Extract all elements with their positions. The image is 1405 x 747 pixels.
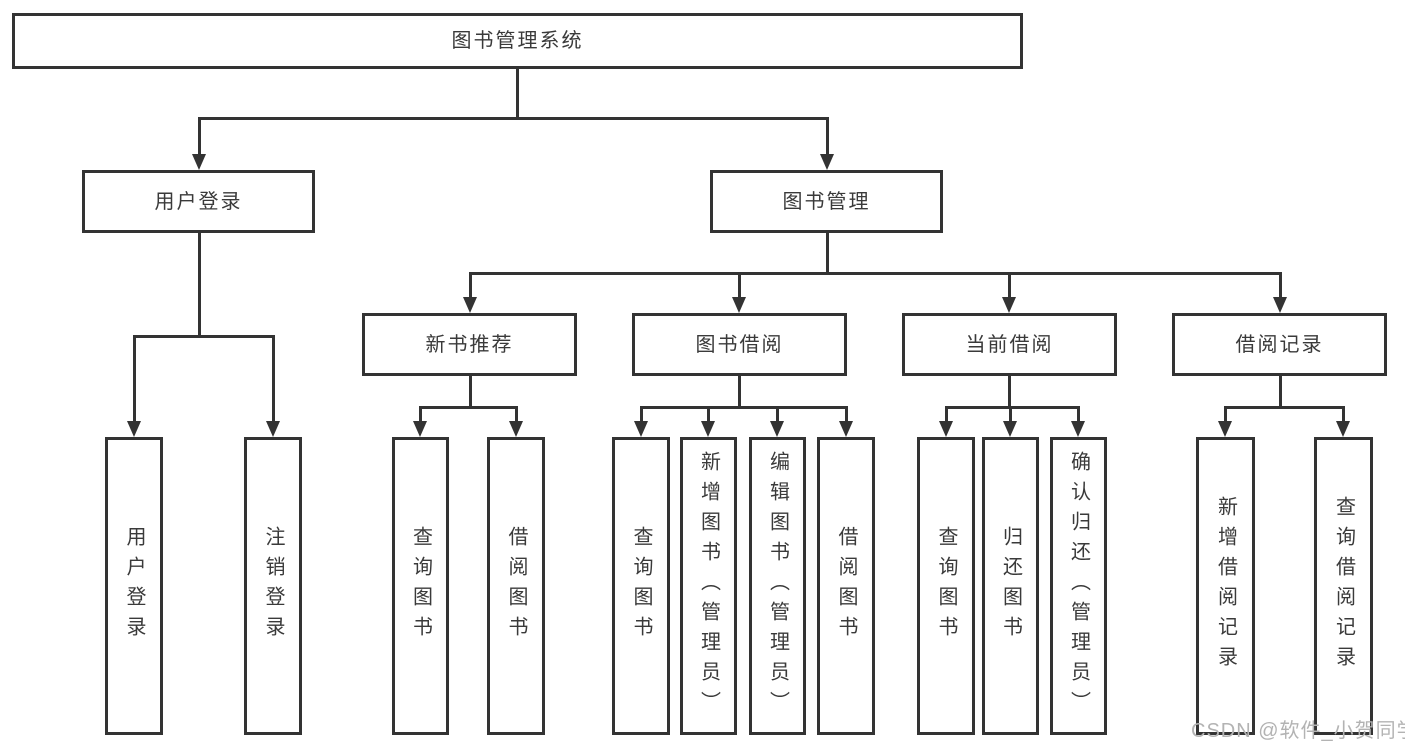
connector-line-horizontal	[418, 405, 518, 409]
connector-line-vertical	[1007, 273, 1011, 299]
connector-line-vertical	[706, 407, 710, 423]
node-label: 新书推荐	[425, 333, 514, 356]
connector-line-vertical	[418, 407, 422, 423]
connector-line-vertical	[1223, 407, 1227, 423]
node-label: 查询图书	[935, 526, 957, 646]
arrow-down-icon	[266, 421, 280, 437]
connector-line-vertical	[639, 407, 643, 423]
node-box-new-book-rec: 新书推荐	[362, 313, 577, 376]
arrow-down-icon	[732, 297, 746, 313]
connector-line-horizontal	[944, 405, 1080, 409]
connector-line-vertical	[1278, 273, 1282, 299]
csdn-watermark: CSDN @软件_小贺同学	[1191, 720, 1405, 742]
connector-line-vertical	[1008, 407, 1012, 423]
node-label: 图书管理系统	[451, 30, 584, 52]
node-label: 注销登录	[262, 526, 284, 646]
connector-line-horizontal	[1223, 405, 1345, 409]
connector-line-vertical	[1007, 376, 1011, 407]
connector-line-horizontal	[639, 405, 848, 409]
arrow-down-icon	[1336, 421, 1350, 437]
arrow-down-icon	[701, 421, 715, 437]
node-label: 借阅图书	[505, 526, 527, 646]
connector-line-vertical	[1278, 376, 1282, 407]
node-box-bb-borrow-books: 借阅图书	[817, 437, 875, 735]
connector-line-vertical	[468, 273, 472, 299]
connector-line-vertical	[197, 233, 201, 336]
connector-line-horizontal	[132, 334, 275, 338]
connector-line-vertical	[515, 69, 519, 118]
node-label: 归还图书	[999, 526, 1022, 646]
connector-line-vertical	[197, 118, 201, 156]
node-label: 用户登录	[123, 526, 145, 646]
connector-line-vertical	[775, 407, 779, 423]
arrow-down-icon	[1002, 297, 1016, 313]
node-box-book-mgmt: 图书管理	[710, 170, 943, 233]
connector-line-vertical	[737, 273, 741, 299]
arrow-down-icon	[192, 154, 206, 170]
node-box-bb-add-books: 新增图书（管理员）	[680, 437, 737, 735]
connector-line-vertical	[132, 336, 136, 423]
node-box-rec-query-books: 查询图书	[392, 437, 449, 735]
arrow-down-icon	[1071, 421, 1085, 437]
node-box-leaf-logout: 注销登录	[244, 437, 302, 735]
node-box-cb-confirm-return: 确认归还（管理员）	[1050, 437, 1107, 735]
node-box-bb-query-books: 查询图书	[612, 437, 670, 735]
connector-line-vertical	[825, 233, 829, 273]
connector-line-horizontal	[468, 271, 1282, 275]
node-label: 查询借阅记录	[1332, 496, 1355, 676]
connector-line-vertical	[271, 336, 275, 423]
connector-line-vertical	[514, 407, 518, 423]
connector-line-vertical	[737, 376, 741, 407]
node-label: 查询图书	[409, 526, 432, 646]
node-box-bb-edit-books: 编辑图书（管理员）	[749, 437, 806, 735]
node-label: 用户登录	[154, 190, 243, 213]
node-label: 新增借阅记录	[1214, 496, 1237, 676]
arrow-down-icon	[1273, 297, 1287, 313]
arrow-down-icon	[770, 421, 784, 437]
connector-line-vertical	[468, 376, 472, 407]
arrow-down-icon	[1003, 421, 1017, 437]
node-box-root: 图书管理系统	[12, 13, 1023, 69]
node-label: 新增图书（管理员）	[697, 451, 720, 721]
connector-line-vertical	[944, 407, 948, 423]
arrow-down-icon	[1218, 421, 1232, 437]
arrow-down-icon	[127, 421, 141, 437]
connector-line-horizontal	[197, 116, 829, 120]
node-box-br-add-record: 新增借阅记录	[1196, 437, 1255, 735]
node-box-book-borrow: 图书借阅	[632, 313, 847, 376]
connector-line-vertical	[1341, 407, 1345, 423]
arrow-down-icon	[820, 154, 834, 170]
arrow-down-icon	[634, 421, 648, 437]
node-box-user-login: 用户登录	[82, 170, 315, 233]
node-label: 查询图书	[630, 526, 652, 646]
arrow-down-icon	[509, 421, 523, 437]
node-label: 借阅图书	[835, 526, 857, 646]
node-box-current-borrow: 当前借阅	[902, 313, 1117, 376]
node-label: 确认归还（管理员）	[1067, 451, 1090, 721]
node-box-br-query-record: 查询借阅记录	[1314, 437, 1373, 735]
node-label: 借阅记录	[1235, 333, 1324, 356]
connector-line-vertical	[825, 118, 829, 156]
node-label: 当前借阅	[965, 333, 1054, 356]
node-box-borrow-records: 借阅记录	[1172, 313, 1387, 376]
node-box-cb-return-books: 归还图书	[982, 437, 1039, 735]
node-box-rec-borrow-books: 借阅图书	[487, 437, 545, 735]
arrow-down-icon	[839, 421, 853, 437]
arrow-down-icon	[939, 421, 953, 437]
arrow-down-icon	[463, 297, 477, 313]
node-box-leaf-user-login: 用户登录	[105, 437, 163, 735]
arrow-down-icon	[413, 421, 427, 437]
connector-line-vertical	[844, 407, 848, 423]
connector-line-vertical	[1076, 407, 1080, 423]
node-box-cb-query-books: 查询图书	[917, 437, 975, 735]
node-label: 图书借阅	[695, 333, 784, 356]
node-label: 编辑图书（管理员）	[766, 451, 789, 721]
node-label: 图书管理	[782, 190, 871, 213]
